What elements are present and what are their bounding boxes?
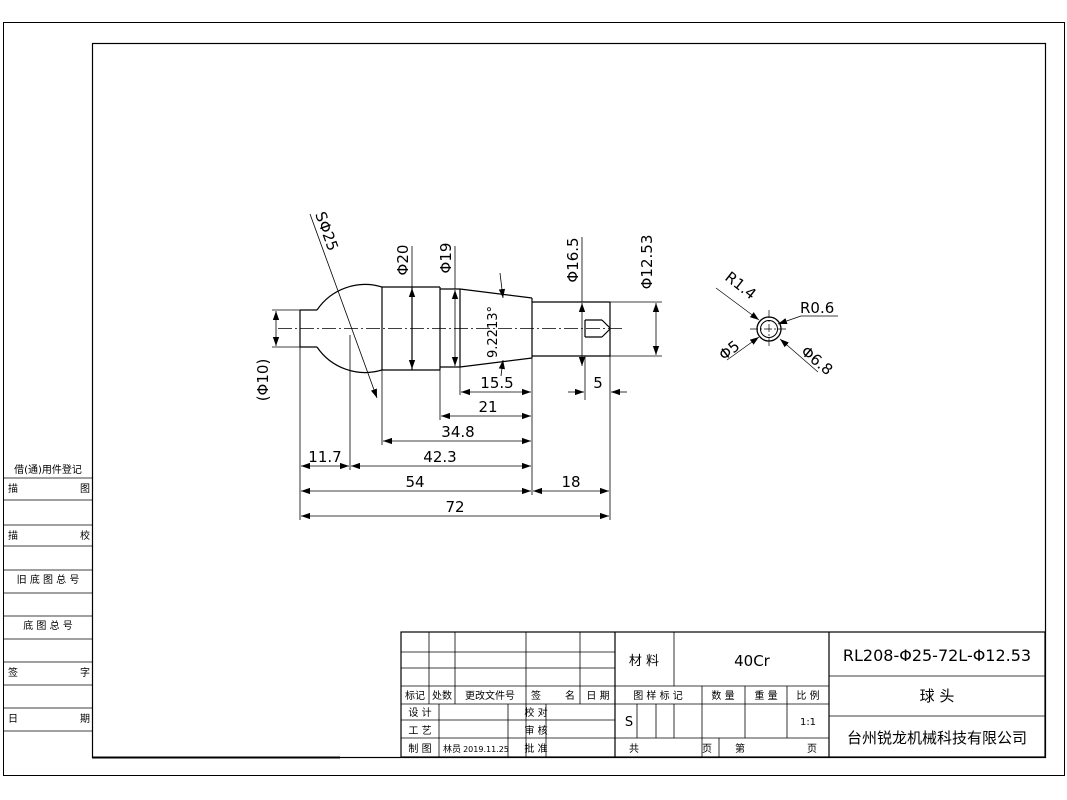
dim-taper-angle: 9.2213° — [486, 306, 501, 358]
stamp-base-no: 底 图 总 号 — [23, 619, 73, 632]
tb-sheet-end: 页 — [807, 743, 817, 755]
tb-company: 台州锐龙机械科技有限公司 — [847, 729, 1027, 747]
stamp-old-base-no: 旧 底 图 总 号 — [17, 573, 80, 586]
dimension-labels: SΦ25 (Φ10) Φ20 Φ19 9.2213° Φ16.5 Φ12.53 … — [254, 209, 656, 516]
dim-18: 18 — [561, 473, 580, 491]
stamp-date-1: 日 — [8, 714, 18, 725]
title-block: 标记 处数 更改文件号 签 名 日 期 设 计 工 艺 制 图 林员 2019.… — [400, 631, 1046, 758]
stamp-date-2: 期 — [80, 713, 90, 725]
tb-draw: 制 图 — [408, 742, 431, 755]
tb-change-doc: 更改文件号 — [465, 689, 515, 702]
stamp-trace-drawing-2: 图 — [80, 483, 90, 495]
outer-border — [3, 22, 1065, 776]
tb-total: 共 — [629, 743, 639, 755]
section-view — [715, 287, 838, 373]
tb-mark: 标记 — [405, 690, 425, 702]
tb-sign: 签 — [531, 689, 541, 702]
dim-54: 54 — [405, 473, 424, 491]
dim-d68: Φ6.8 — [797, 342, 836, 379]
stamp-trace-check-2: 校 — [80, 529, 90, 542]
tb-scale-value: 1:1 — [800, 717, 816, 728]
tb-stage-value: S — [625, 715, 633, 730]
tb-drawing-number: RL208-Φ25-72L-Φ12.53 — [843, 646, 1031, 665]
tb-material-label: 材 料 — [629, 654, 659, 669]
dim-11-7: 11.7 — [308, 448, 341, 466]
stamp-signature-1: 签 — [8, 666, 18, 679]
tb-review: 审 核 — [524, 724, 547, 737]
tb-approve: 批 准 — [524, 742, 547, 755]
dim-phi-16-5: Φ16.5 — [564, 237, 582, 282]
dim-34-8: 34.8 — [441, 423, 474, 441]
dim-15-5: 15.5 — [480, 374, 513, 392]
tb-sheet: 页 — [702, 743, 712, 755]
dim-phi-19: Φ19 — [437, 243, 455, 274]
dim-42-3: 42.3 — [423, 448, 456, 466]
tb-draw-date: 2019.11.25 — [463, 745, 509, 754]
dim-72: 72 — [445, 498, 464, 516]
ball-outline — [316, 283, 383, 374]
stamp-signature-2: 字 — [80, 666, 90, 679]
tb-process: 工 艺 — [408, 725, 431, 737]
dim-r06: R0.6 — [800, 299, 834, 317]
tb-quantity: 数 量 — [711, 689, 734, 702]
tb-drafter: 林员 — [443, 743, 461, 755]
tb-design: 设 计 — [408, 706, 431, 719]
stamp-trace-drawing-1: 描 — [8, 482, 18, 495]
dim-5: 5 — [593, 374, 603, 392]
stamp-borrow-register: 借(通)用件登记 — [14, 463, 82, 476]
dim-ball-diameter: SΦ25 — [311, 209, 342, 253]
dim-d5: Φ5 — [715, 337, 743, 364]
dim-neck-diameter: (Φ10) — [254, 359, 272, 402]
tb-proofread: 校 对 — [524, 706, 547, 719]
tb-date: 日 期 — [586, 690, 609, 702]
tb-stage-mark: 图 样 标 记 — [633, 689, 683, 702]
tb-material-value: 40Cr — [734, 652, 771, 670]
dim-r14: R1.4 — [722, 268, 760, 303]
dim-phi-12-53: Φ12.53 — [638, 235, 656, 290]
dimensions — [272, 213, 662, 520]
tb-part-name: 球 头 — [920, 687, 955, 705]
tb-name: 名 — [565, 689, 575, 702]
left-stamp: 借(通)用件登记 描 图 描 校 旧 底 图 总 号 底 图 总 号 签 字 日… — [3, 463, 92, 732]
tb-sheet-no: 第 — [735, 742, 745, 755]
tb-weight: 重 量 — [754, 689, 777, 702]
dim-21: 21 — [478, 398, 497, 416]
stamp-trace-check-1: 描 — [8, 529, 18, 542]
tb-scale: 比 例 — [796, 689, 819, 702]
tb-zones: 处数 — [432, 689, 452, 702]
dim-phi-20: Φ20 — [394, 245, 412, 276]
